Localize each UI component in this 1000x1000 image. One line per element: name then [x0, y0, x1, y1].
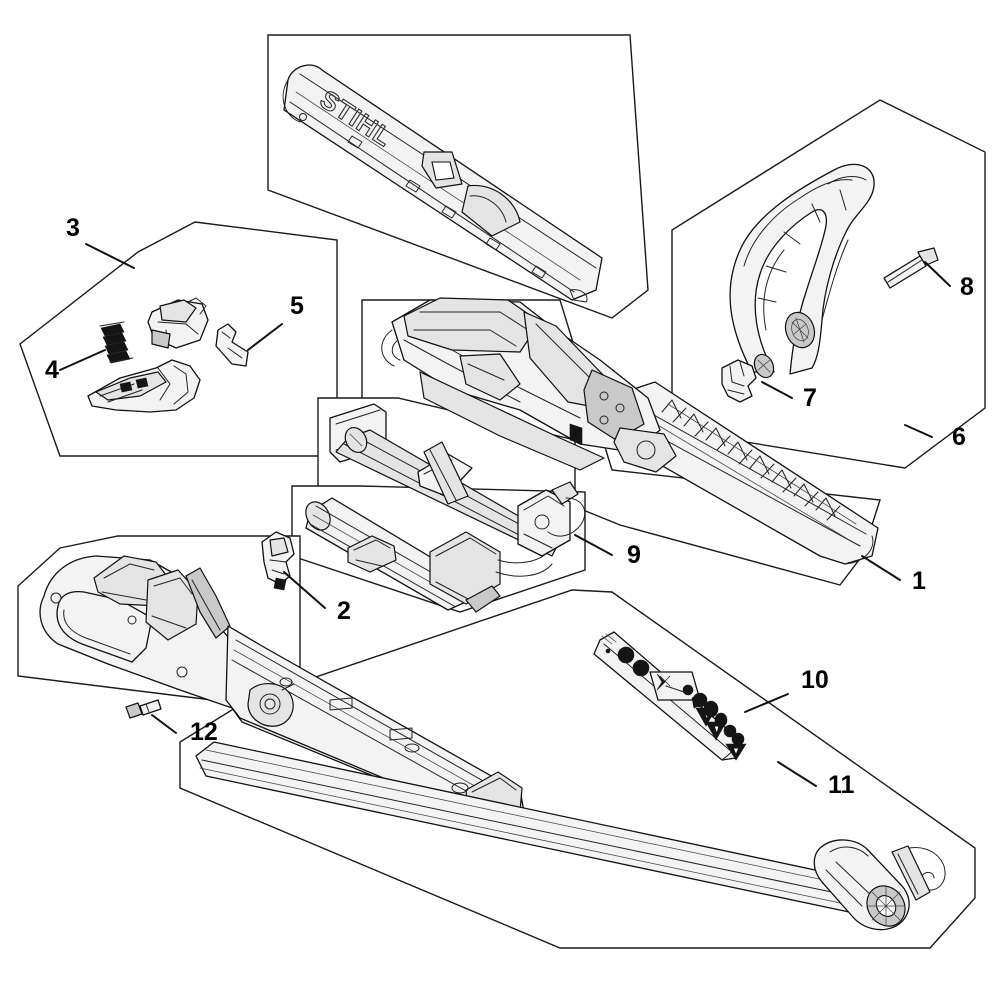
scabbard-nose	[282, 79, 301, 123]
leader-1	[861, 555, 901, 581]
loop-handle-group	[721, 163, 939, 403]
retaining-lever	[215, 323, 249, 367]
callout-6: 6	[952, 423, 966, 451]
leader-9	[574, 534, 613, 556]
callout-1: 1	[912, 567, 926, 595]
panel-shaft	[179, 589, 976, 949]
ear-protection-icon	[703, 700, 719, 718]
callout-5: 5	[290, 292, 304, 320]
scabbard-bulge	[461, 184, 521, 237]
shaft-coupling	[813, 839, 946, 931]
loop-handle	[729, 163, 875, 379]
housing-rib	[185, 567, 231, 639]
gearbox-lower-lip	[419, 371, 605, 471]
drive-carriage-band	[423, 441, 469, 505]
eye-protection-icon	[692, 692, 708, 708]
safety-warning-label	[593, 631, 747, 761]
cutter-bar-tip	[844, 535, 874, 565]
callout-12: 12	[190, 718, 218, 746]
read-manual-icon	[617, 646, 635, 664]
handle-clamp	[721, 359, 757, 403]
leader-2	[283, 571, 326, 609]
leader-5	[247, 323, 283, 351]
loop-handle-bar	[729, 163, 875, 375]
gearbox-mount-arm	[459, 353, 521, 401]
switch-lever	[261, 531, 295, 591]
coupling-clip	[897, 847, 946, 891]
trigger	[87, 359, 201, 413]
cutter-bar-edge2	[619, 395, 867, 535]
gearbox-right-boss	[613, 427, 677, 473]
trigger-lock	[147, 297, 209, 349]
callout-10: 10	[801, 666, 829, 694]
label-pictograms	[617, 646, 747, 761]
shaft-tube-assembly	[195, 631, 946, 931]
callout-8: 8	[960, 273, 974, 301]
motor-connector	[465, 585, 501, 613]
callout-2: 2	[337, 597, 351, 625]
trigger-parts-group	[87, 297, 249, 413]
keep-distance-icon	[649, 671, 701, 701]
callout-11: 11	[828, 771, 855, 799]
housing-handle-loop	[56, 590, 153, 663]
housing-screw	[125, 699, 162, 719]
callout-3: 3	[66, 214, 80, 242]
leader-3	[85, 243, 135, 269]
drive-endplate	[517, 489, 571, 557]
leader-10	[744, 693, 789, 713]
leader-8	[924, 261, 951, 287]
motor-housing	[39, 555, 525, 829]
motor-drive-assembly	[305, 403, 586, 613]
housing-coupling	[247, 683, 294, 727]
housing-mid-panel	[145, 569, 199, 641]
gearbox-pin	[569, 423, 583, 445]
leader-4	[59, 349, 106, 371]
leader-7	[761, 381, 793, 399]
callout-4: 4	[45, 356, 59, 384]
callout-9: 9	[627, 541, 641, 569]
leader-6	[904, 424, 933, 438]
callouts: 1 2 3 4 5 6 7 8 9 10 11 12	[45, 214, 974, 799]
cutter-teeth	[655, 399, 857, 539]
gloves-icon	[723, 724, 737, 738]
cutter-bar-assembly	[381, 297, 879, 565]
compression-spring	[99, 321, 134, 364]
scabbard-lower-edge	[289, 101, 575, 293]
panel-loop-handle	[671, 99, 986, 469]
head-protection-icon	[714, 712, 728, 728]
coupling-lever	[891, 845, 931, 901]
callout-7: 7	[803, 384, 817, 412]
leader-11	[777, 761, 817, 787]
handle-screw	[883, 247, 939, 289]
leader-12	[151, 714, 177, 734]
